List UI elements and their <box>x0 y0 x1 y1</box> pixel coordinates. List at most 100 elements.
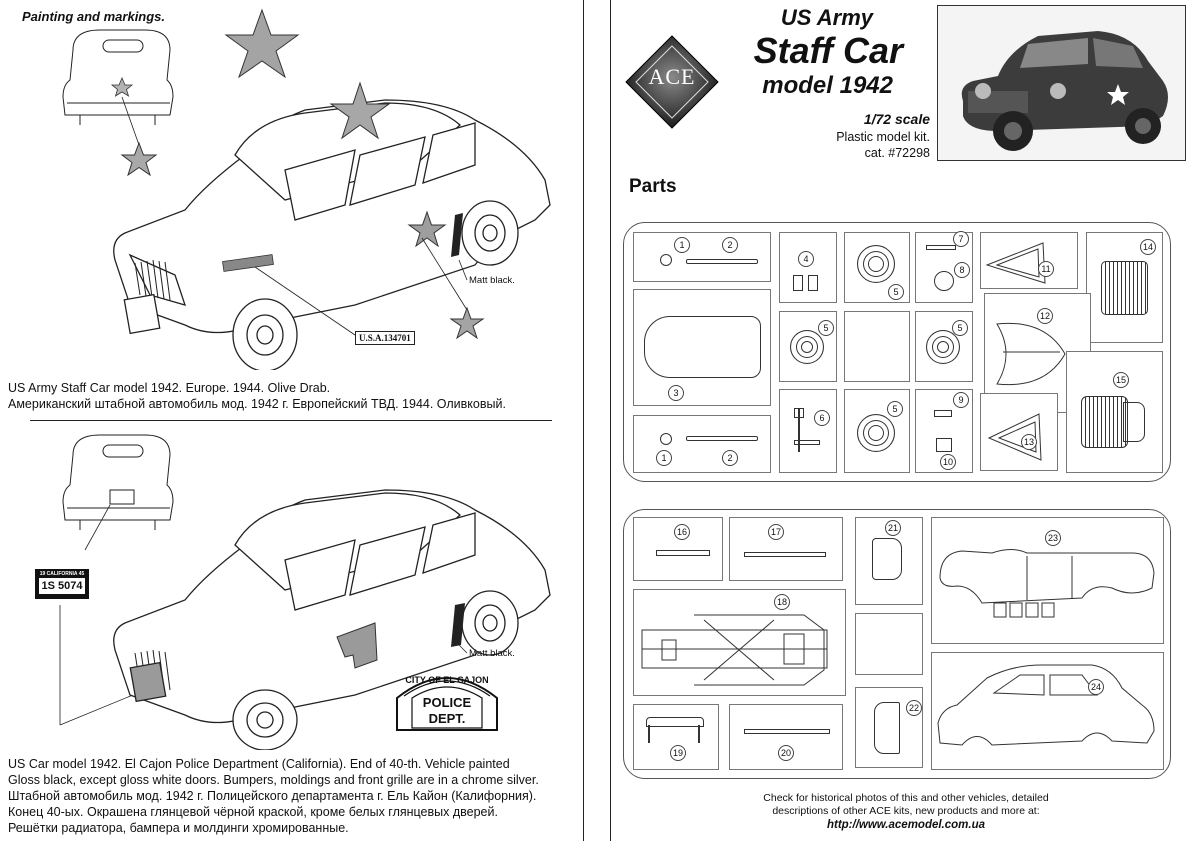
part-6-top <box>794 408 804 418</box>
wheel-rear-2 <box>461 590 519 656</box>
part-number-22: 22 <box>906 700 922 716</box>
wheel-rear-1 <box>461 200 519 266</box>
part-number-5d: 5 <box>887 401 903 417</box>
part-2-shape <box>686 259 758 264</box>
part-number-2b: 2 <box>722 450 738 466</box>
part-cell-23: 23 <box>931 517 1164 644</box>
part-cell-15: 15 <box>1066 351 1163 473</box>
part-12-shape <box>996 322 1066 386</box>
door-panel-shape <box>336 622 378 669</box>
police-badge-decal <box>396 677 498 731</box>
part-20-shape <box>744 729 830 734</box>
part-number-15: 15 <box>1113 372 1129 388</box>
sprue-2-frame: 16 17 21 23 18 22 24 <box>623 509 1171 779</box>
part-number-3: 3 <box>668 385 684 401</box>
part-number-12: 12 <box>1037 308 1053 324</box>
left-page-edge <box>583 0 584 841</box>
part-14-shape <box>1101 261 1148 315</box>
part-cell-1-2-top: 1 2 <box>633 232 771 282</box>
part-number-13: 13 <box>1021 434 1037 450</box>
part-9-shape <box>934 410 952 417</box>
scheme-divider <box>30 420 552 421</box>
part-11-shape <box>985 242 1046 284</box>
badge-arc-text: CITY OF EL CAJON <box>405 675 489 685</box>
sprue-1-frame: 1 2 3 1 2 4 5 7 8 11 14 <box>623 222 1171 482</box>
front-plate-1 <box>123 293 161 335</box>
scheme2-caption-line-3: Штабной автомобиль мод. 1942 г. Полицейс… <box>8 789 537 803</box>
part-cell-17: 17 <box>729 517 843 581</box>
part-10-shape <box>936 438 952 452</box>
scheme1-caption-line-2: Американский штабной автомобиль мод. 194… <box>8 397 506 411</box>
part-7-shape <box>926 245 956 250</box>
part-8-shape <box>934 271 954 291</box>
star-door-callout <box>449 306 485 340</box>
part-cell-11: 11 <box>980 232 1078 289</box>
front-plate-2 <box>129 661 167 703</box>
part-6-shape <box>798 408 800 452</box>
star-rear-callout <box>120 141 158 177</box>
part-number-8: 8 <box>954 262 970 278</box>
part-number-7: 7 <box>953 231 969 247</box>
wheel-part-shape <box>857 414 895 452</box>
wheel-front-1 <box>232 298 298 370</box>
part-cell-16: 16 <box>633 517 723 581</box>
part-15-shape <box>1081 396 1128 448</box>
license-plate-decal: 19 CALIFORNIA 45 1S 5074 <box>35 569 89 599</box>
part-number-1b: 1 <box>656 450 672 466</box>
part-1-shape <box>660 254 672 266</box>
parts-heading: Parts <box>629 176 677 197</box>
part-cell-5-top: 5 <box>844 232 910 303</box>
part-number-19: 19 <box>670 745 686 761</box>
matt-black-label-2: Matt black. <box>469 648 515 659</box>
part-13-shape <box>987 413 1042 461</box>
footer-text-line-1: Check for historical photos of this and … <box>763 792 1049 804</box>
part-1b-shape <box>660 433 672 445</box>
kit-scale: 1/72 scale <box>863 111 930 127</box>
scheme2-illustration <box>59 434 551 750</box>
part-cell-5-mid-right: 5 <box>915 311 973 382</box>
part-number-1: 1 <box>674 237 690 253</box>
star-door <box>407 210 447 248</box>
part-cell-13: 13 <box>980 393 1058 471</box>
scheme2-caption-line-5: Решётки радиатора, бампера и молдинги хр… <box>8 821 349 835</box>
scheme2-caption-line-4: Конец 40-ых. Окрашена глянцевой чёрной к… <box>8 805 498 819</box>
part-number-10: 10 <box>940 454 956 470</box>
part-22-shape <box>874 702 900 754</box>
part-number-20: 20 <box>778 745 794 761</box>
scheme1-caption-line-1: US Army Staff Car model 1942. Europe. 19… <box>8 381 331 395</box>
part-15-frame <box>1123 402 1145 442</box>
website-link[interactable]: http://www.acemodel.com.ua <box>826 819 986 831</box>
part-cell-empty-2 <box>855 613 923 675</box>
part-cell-1-2-bottom: 1 2 <box>633 415 771 473</box>
part-cell-21: 21 <box>855 517 923 605</box>
part-cell-14: 14 <box>1086 232 1163 343</box>
part-cell-18: 18 <box>633 589 846 696</box>
part-cell-empty <box>844 311 910 382</box>
painting-section-title: Painting and markings. <box>22 9 166 24</box>
ace-logo-text: ACE <box>648 64 696 89</box>
matt-black-fender-1 <box>451 213 463 257</box>
part-cell-19: 19 <box>633 704 719 770</box>
matt-black-fender-2 <box>451 603 465 647</box>
car-outline-2 <box>113 489 551 724</box>
part-number-6: 6 <box>814 410 830 426</box>
part-4b-shape <box>808 275 818 291</box>
car-outline-1 <box>113 99 551 334</box>
part-number-5b: 5 <box>818 320 834 336</box>
part-17-shape <box>744 552 826 557</box>
part-cell-24: 24 <box>931 652 1164 770</box>
part-cell-3: 3 <box>633 289 771 406</box>
part-number-21: 21 <box>885 520 901 536</box>
wheel-part-shape <box>926 330 960 364</box>
star-large-top <box>224 8 300 79</box>
part-number-24: 24 <box>1088 679 1104 695</box>
plate-number: 1S 5074 <box>39 578 85 594</box>
part-number-2: 2 <box>722 237 738 253</box>
part-number-14: 14 <box>1140 239 1156 255</box>
car-photo <box>937 5 1186 161</box>
part-23-shape <box>939 549 1155 618</box>
car-photo-image <box>961 31 1168 151</box>
badge-police: POLICE <box>422 695 472 710</box>
wheel-part-shape <box>857 245 895 283</box>
part-cell-22: 22 <box>855 687 923 768</box>
